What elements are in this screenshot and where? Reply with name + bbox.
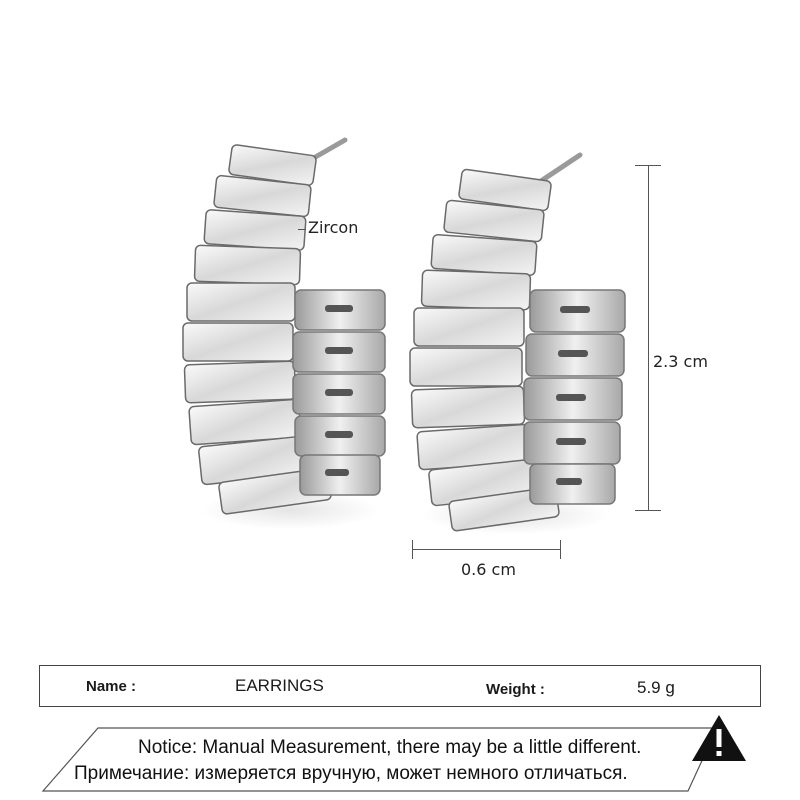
height-dimension-cap-bottom	[635, 510, 661, 511]
width-dimension-label: 0.6 cm	[461, 560, 516, 579]
weight-label: Weight :	[486, 681, 545, 698]
height-dimension-line	[648, 165, 649, 510]
earring-left-icon	[182, 137, 386, 515]
zircon-label: Zircon	[308, 218, 359, 237]
name-value: EARRINGS	[235, 676, 324, 695]
notice-english: Notice: Manual Measurement, there may be…	[138, 737, 642, 758]
product-image: Zircon 2.3 cm 0.6 cm	[182, 137, 708, 579]
height-dimension-label: 2.3 cm	[653, 352, 708, 371]
zircon-pointer-line	[298, 229, 306, 230]
width-dimension-cap-left	[412, 540, 413, 559]
notice-russian: Примечание: измеряется вручную, может не…	[74, 763, 628, 784]
width-dimension-line	[412, 549, 561, 550]
earring-right-icon	[409, 152, 626, 532]
name-label: Name :	[86, 678, 137, 695]
warning-triangle-icon	[692, 715, 746, 761]
info-table: Name : EARRINGS Weight : 5.9 g	[39, 665, 761, 707]
weight-value: 5.9 g	[637, 678, 675, 697]
width-dimension-cap-right	[560, 540, 561, 559]
notice-frame	[41, 727, 718, 792]
